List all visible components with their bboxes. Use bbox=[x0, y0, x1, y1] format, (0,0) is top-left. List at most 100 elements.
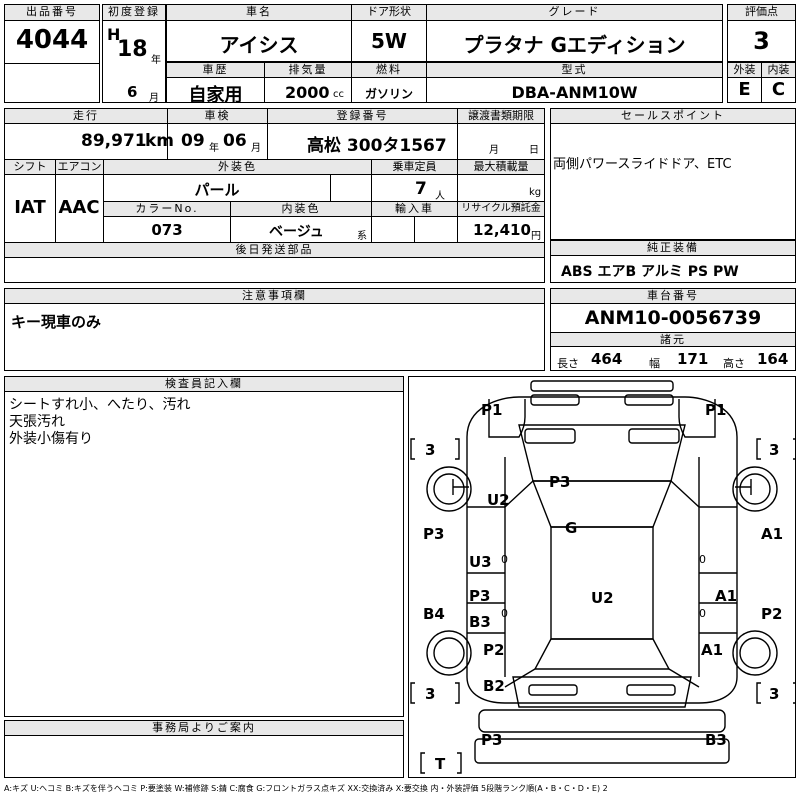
capacity-unit: 人 bbox=[435, 191, 445, 202]
tire-count: 3 bbox=[425, 685, 435, 703]
exterior-label: 外装 bbox=[728, 63, 761, 78]
colorno-label: カラーNo. bbox=[104, 202, 230, 217]
car-name-label: 車名 bbox=[167, 5, 351, 21]
history: 自家用 bbox=[188, 85, 243, 106]
shift: IAT bbox=[14, 197, 46, 218]
office-label: 事務局よりご案内 bbox=[5, 721, 403, 736]
displacement-box: 排気量 2000 cc bbox=[264, 62, 352, 103]
damage-mark: B2 bbox=[483, 677, 505, 695]
lot-label: 出品番号 bbox=[5, 5, 99, 21]
zero-mark: 0 bbox=[699, 607, 706, 620]
lot-number: 4044 bbox=[15, 25, 89, 55]
car-name-box: 車名 アイシス bbox=[166, 4, 352, 62]
notice-box: 注意事項欄 キー現車のみ bbox=[4, 288, 545, 371]
reg-year-unit: 年 bbox=[151, 55, 161, 66]
damage-mark: P2 bbox=[761, 605, 782, 623]
body-color: パール bbox=[194, 181, 240, 199]
zero-mark: 0 bbox=[501, 607, 508, 620]
displacement-label: 排気量 bbox=[265, 63, 351, 78]
interior-box: 内装 C bbox=[761, 62, 796, 103]
tire-count: 3 bbox=[769, 685, 779, 703]
door-type: 5W bbox=[371, 29, 407, 53]
notice-text: キー現車のみ bbox=[11, 313, 102, 331]
inspection-label: 車検 bbox=[167, 109, 267, 124]
capacity: 7 bbox=[415, 179, 427, 199]
displacement: 2000 bbox=[285, 83, 330, 102]
inspection-month-unit: 月 bbox=[251, 143, 261, 154]
inspector-line: シートすれ小、へたり、汚れ bbox=[9, 397, 191, 413]
plate-number: 高松 300タ1567 bbox=[307, 136, 447, 156]
zero-mark: 0 bbox=[699, 553, 706, 566]
damage-mark: A1 bbox=[701, 641, 723, 659]
damage-mark: P3 bbox=[469, 587, 490, 605]
score-label: 評価点 bbox=[728, 5, 795, 21]
damage-diagram-box: 3 3 3 3 T P1 P1 P3 U2 G P3 A1 U3 P3 U2 A… bbox=[408, 376, 796, 778]
chassis-label: 車台番号 bbox=[551, 289, 795, 304]
sales-point-text: 両側パワースライドドア、ETC bbox=[553, 157, 732, 172]
legend: A:キズ U:ヘコミ B:キズを伴うヘコミ P:要塗装 W:補修跡 S:錆 C:… bbox=[4, 784, 608, 793]
damage-mark: B3 bbox=[705, 731, 727, 749]
sales-point-box: セールスポイント 両側パワースライドドア、ETC bbox=[550, 108, 796, 240]
transfer-day-unit: 日 bbox=[529, 145, 539, 156]
damage-mark: P2 bbox=[483, 641, 504, 659]
interior-grade: C bbox=[771, 79, 786, 100]
mileage-label: 走行 bbox=[5, 109, 167, 124]
grade: プラタナ Gエディション bbox=[463, 33, 686, 57]
ac-label: エアコン bbox=[55, 160, 103, 175]
shift-label: シフト bbox=[5, 160, 55, 175]
score-box: 評価点 3 bbox=[727, 4, 796, 62]
width: 171 bbox=[677, 350, 709, 368]
length-label: 長さ bbox=[557, 357, 579, 370]
tire-count: 3 bbox=[769, 441, 779, 459]
damage-mark: P1 bbox=[481, 401, 502, 419]
exterior-grade: E bbox=[738, 79, 751, 100]
transfer-label: 譲渡書類期限 bbox=[457, 109, 544, 124]
reg-month: 6 bbox=[127, 83, 138, 101]
tire-count: 3 bbox=[425, 441, 435, 459]
recycle-label: リサイクル預託金 bbox=[457, 202, 544, 217]
grade-box: グレード プラタナ Gエディション bbox=[426, 4, 723, 62]
plate-label: 登録番号 bbox=[267, 109, 457, 124]
damage-mark: U2 bbox=[591, 589, 614, 607]
damage-mark: U2 bbox=[487, 491, 510, 509]
color-number: 073 bbox=[151, 221, 183, 239]
door-label: ドア形状 bbox=[352, 5, 426, 21]
vehicle-info-grid: 走行 車検 登録番号 譲渡書類期限 89,971 km 09 年 06 月 高松… bbox=[4, 108, 545, 283]
tire-count: T bbox=[435, 755, 446, 773]
interior-color: ベージュ bbox=[269, 224, 324, 240]
equipment-label: 純正装備 bbox=[551, 241, 795, 256]
fuel: ガソリン bbox=[364, 87, 413, 101]
mileage: 89,971 bbox=[81, 131, 147, 151]
recycle-unit: 円 bbox=[531, 231, 541, 242]
height: 164 bbox=[757, 350, 789, 368]
first-registration-box: 初度登録 H 18 年 6 月 bbox=[102, 4, 166, 104]
equipment-text: ABS エアB アルミ PS PW bbox=[561, 264, 739, 280]
car-damage-diagram: 3 3 3 3 T P1 P1 P3 U2 G P3 A1 U3 P3 U2 A… bbox=[410, 380, 795, 774]
spec-label: 諸元 bbox=[551, 332, 795, 347]
load-label: 最大積載量 bbox=[457, 160, 544, 175]
color-label: 外装色 bbox=[103, 160, 371, 175]
later-parts-label: 後日発送部品 bbox=[5, 243, 544, 258]
model-box: 型式 DBA-ANM10W bbox=[426, 62, 723, 103]
height-label: 高さ bbox=[723, 357, 745, 370]
damage-mark: A1 bbox=[761, 525, 783, 543]
damage-mark: P3 bbox=[481, 731, 502, 749]
damage-mark: P3 bbox=[423, 525, 444, 543]
damage-mark: P3 bbox=[549, 473, 570, 491]
office-box: 事務局よりご案内 bbox=[4, 720, 404, 778]
history-box: 車歴 自家用 bbox=[166, 62, 265, 106]
inspector-line: 外装小傷有り bbox=[9, 431, 93, 447]
model-label: 型式 bbox=[427, 63, 722, 78]
intcolor-label: 内装色 bbox=[230, 202, 371, 217]
fuel-label: 燃料 bbox=[352, 63, 426, 78]
history-label: 車歴 bbox=[167, 63, 264, 78]
score: 3 bbox=[753, 27, 770, 55]
inspection-year: 09 bbox=[181, 131, 205, 151]
interior-color-unit: 系 bbox=[357, 231, 367, 242]
lot-box: 出品番号 4044 bbox=[4, 4, 100, 103]
door-box: ドア形状 5W bbox=[351, 4, 427, 62]
damage-mark: U3 bbox=[469, 553, 492, 571]
length: 464 bbox=[591, 350, 623, 368]
zero-mark: 0 bbox=[501, 553, 508, 566]
sales-point-label: セールスポイント bbox=[551, 109, 795, 124]
